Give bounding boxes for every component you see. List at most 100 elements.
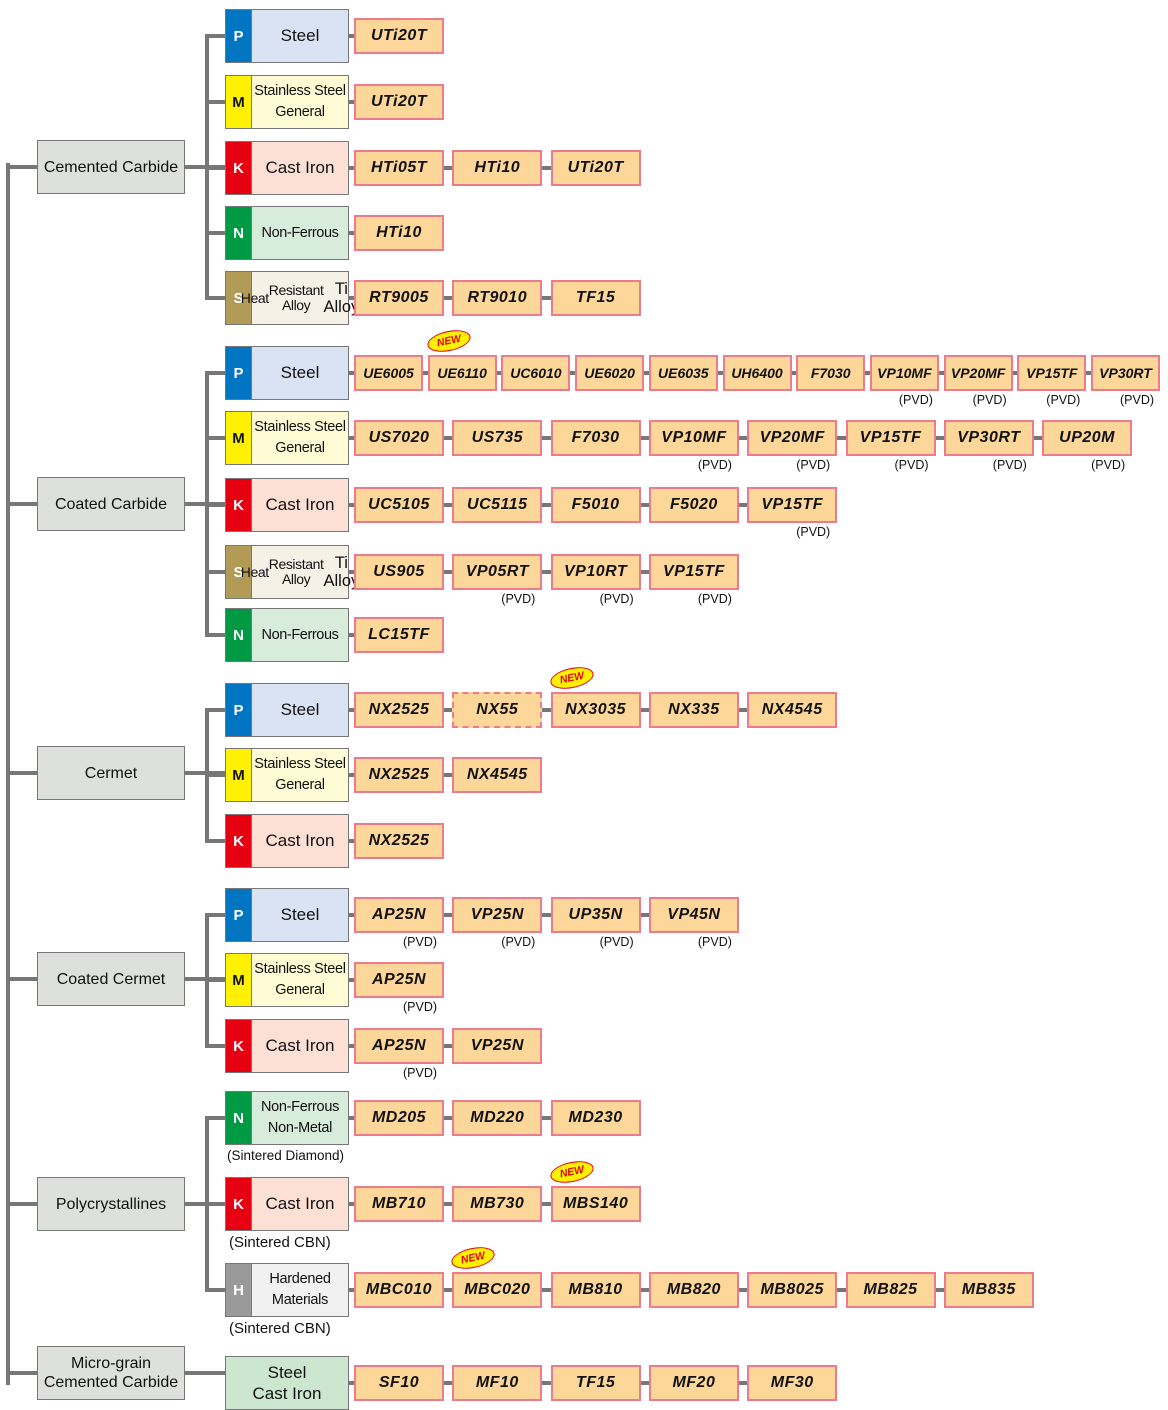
grade-box[interactable]: UC6010 (501, 355, 571, 391)
grade-box[interactable]: MF20 (648, 1365, 739, 1401)
connector-line (205, 100, 225, 104)
grade-box[interactable]: F7030 (796, 355, 866, 391)
connector-line (6, 771, 37, 775)
binder-note: (Sintered CBN) (229, 1234, 331, 1251)
new-badge: NEW (547, 1157, 596, 1187)
grade-box[interactable]: AP25N (354, 897, 444, 933)
grade-box[interactable]: NX2525 (354, 823, 444, 859)
grade-box[interactable]: MD205 (354, 1100, 444, 1136)
new-badge: NEW (547, 663, 596, 693)
grade-box[interactable]: MD230 (550, 1100, 641, 1136)
work-material: Cast Iron (251, 814, 349, 868)
grade-box[interactable]: MBS140 (550, 1186, 641, 1222)
grade-box[interactable]: VP15TF (1017, 355, 1087, 391)
coating-note: (PVD) (796, 525, 831, 539)
grade-box[interactable]: HTi10 (354, 215, 444, 251)
grade-box[interactable]: TF15 (550, 280, 641, 316)
grade-box[interactable]: UP20M (1042, 420, 1133, 456)
coating-note: (PVD) (599, 592, 634, 606)
connector-line (205, 231, 225, 235)
grade-box[interactable]: NX4545 (452, 757, 543, 793)
grade-box[interactable]: VP15TF (648, 554, 739, 590)
grade-box[interactable]: VP20MF (747, 420, 838, 456)
grade-box[interactable]: HTi10 (452, 150, 543, 186)
grade-box[interactable]: UE6020 (575, 355, 645, 391)
connector-line (205, 633, 225, 637)
grade-box[interactable]: TF15 (550, 1365, 641, 1401)
grade-box[interactable]: VP30RT (1091, 355, 1160, 391)
work-material: Cast Iron (251, 1019, 349, 1073)
grade-box[interactable]: MB730 (452, 1186, 543, 1222)
iso-code-m: M (225, 75, 251, 129)
iso-code-k: K (225, 814, 251, 868)
grade-box[interactable]: MBC010 (354, 1272, 444, 1308)
grade-box[interactable]: AP25N (354, 962, 444, 998)
iso-code-p: P (225, 9, 251, 63)
connector-line (6, 977, 37, 981)
work-material-line: Resistant Alloy (268, 556, 324, 587)
grade-box[interactable]: UC5105 (354, 487, 444, 523)
grade-box[interactable]: VP15TF (747, 487, 838, 523)
grade-box[interactable]: VP15TF (845, 420, 936, 456)
grade-box[interactable]: NX55 (452, 692, 543, 728)
grade-box[interactable]: NX2525 (354, 692, 444, 728)
grade-box[interactable]: VP45N (648, 897, 739, 933)
grade-box[interactable]: UTi20T (354, 18, 444, 54)
grade-box[interactable]: VP05RT (452, 554, 543, 590)
grade-box[interactable]: VP25N (452, 897, 543, 933)
grade-box[interactable]: F7030 (550, 420, 641, 456)
grade-box[interactable]: MF10 (452, 1365, 543, 1401)
grade-box[interactable]: MB820 (648, 1272, 739, 1308)
work-material: Steel (251, 346, 349, 400)
grade-box[interactable]: UE6035 (648, 355, 718, 391)
grade-box[interactable]: VP10MF (869, 355, 939, 391)
grade-box[interactable]: NX2525 (354, 757, 444, 793)
grade-box[interactable]: MB810 (550, 1272, 641, 1308)
grade-box[interactable]: US735 (452, 420, 543, 456)
grade-box[interactable]: US905 (354, 554, 444, 590)
grade-box[interactable]: US7020 (354, 420, 444, 456)
iso-code-s: S (225, 271, 251, 325)
grade-box[interactable]: VP30RT (943, 420, 1034, 456)
coating-note: (PVD) (403, 935, 438, 949)
grade-box[interactable]: AP25N (354, 1028, 444, 1064)
new-badge: NEW (425, 326, 473, 356)
grade-box[interactable]: MD220 (452, 1100, 543, 1136)
grade-box[interactable]: F5020 (648, 487, 739, 523)
grade-box[interactable]: NX335 (648, 692, 739, 728)
coating-note: (PVD) (403, 1000, 438, 1014)
work-material: Non-Ferrous (251, 608, 349, 662)
grade-box[interactable]: VP10RT (550, 554, 641, 590)
connector-line (205, 371, 225, 375)
grade-box[interactable]: RT9010 (452, 280, 543, 316)
grade-box[interactable]: NX4545 (747, 692, 838, 728)
coating-note: (PVD) (403, 1066, 438, 1080)
grade-box[interactable]: SF10 (354, 1365, 444, 1401)
grade-box[interactable]: UC5115 (452, 487, 543, 523)
grade-box[interactable]: MB835 (943, 1272, 1034, 1308)
iso-code-m: M (225, 953, 251, 1007)
grade-box[interactable]: VP10MF (648, 420, 739, 456)
grade-box[interactable]: HTi05T (354, 150, 444, 186)
grade-box[interactable]: UE6110 (427, 355, 497, 391)
grade-box[interactable]: RT9005 (354, 280, 444, 316)
grade-box[interactable]: VP20MF (943, 355, 1013, 391)
grade-box[interactable]: F5010 (550, 487, 641, 523)
grade-box[interactable]: VP25N (452, 1028, 543, 1064)
grade-box[interactable]: UTi20T (550, 150, 641, 186)
grade-box[interactable]: UTi20T (354, 84, 444, 120)
grade-box[interactable]: UH6400 (722, 355, 792, 391)
iso-code-p: P (225, 346, 251, 400)
grade-box[interactable]: LC15TF (354, 617, 444, 653)
grade-box[interactable]: UE6005 (354, 355, 423, 391)
connector-line (185, 1371, 225, 1375)
grade-box[interactable]: MBC020 (452, 1272, 543, 1308)
grade-box[interactable]: MB825 (845, 1272, 936, 1308)
connector-line (205, 436, 225, 440)
grade-box[interactable]: MB710 (354, 1186, 444, 1222)
grade-box[interactable]: MB8025 (747, 1272, 838, 1308)
grade-box[interactable]: UP35N (550, 897, 641, 933)
grade-box[interactable]: MF30 (747, 1365, 838, 1401)
grade-box[interactable]: NX3035 (550, 692, 641, 728)
